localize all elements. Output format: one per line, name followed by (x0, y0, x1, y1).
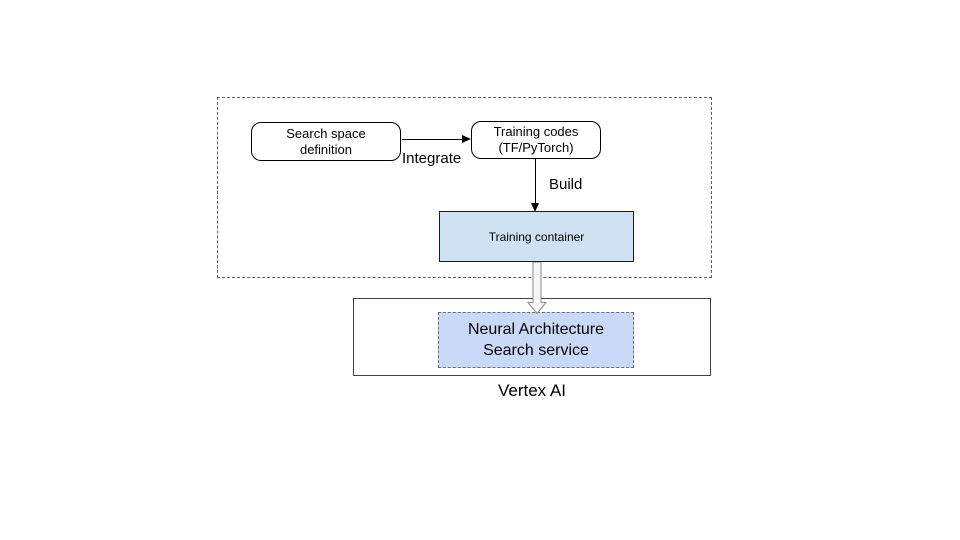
build-arrow-line (535, 159, 536, 204)
nas-service-box: Neural Architecture Search service (438, 312, 634, 368)
training-codes-line2: (TF/PyTorch) (498, 140, 574, 155)
build-arrowhead-down-icon (531, 203, 539, 212)
training-container-label: Training container (488, 229, 585, 244)
nas-service-line2: Search service (483, 342, 589, 359)
search-space-line2: definition (299, 141, 353, 157)
deploy-arrow-icon (526, 262, 548, 315)
build-label: Build (549, 176, 583, 193)
training-codes-line1: Training codes (493, 124, 579, 139)
training-codes-box: Training codes (TF/PyTorch) (471, 121, 601, 159)
nas-service-line1: Neural Architecture (467, 321, 605, 338)
vertex-ai-label: Vertex AI (497, 381, 567, 400)
search-space-definition-box: Search space definition (251, 122, 401, 161)
dashed-boundary-box (217, 97, 712, 278)
integrate-arrowhead-right-icon (462, 135, 471, 143)
integrate-label: Integrate (402, 150, 462, 167)
search-space-line1: Search space (286, 125, 366, 141)
training-container-box: Training container (439, 211, 634, 262)
integrate-arrow-line (402, 139, 463, 140)
